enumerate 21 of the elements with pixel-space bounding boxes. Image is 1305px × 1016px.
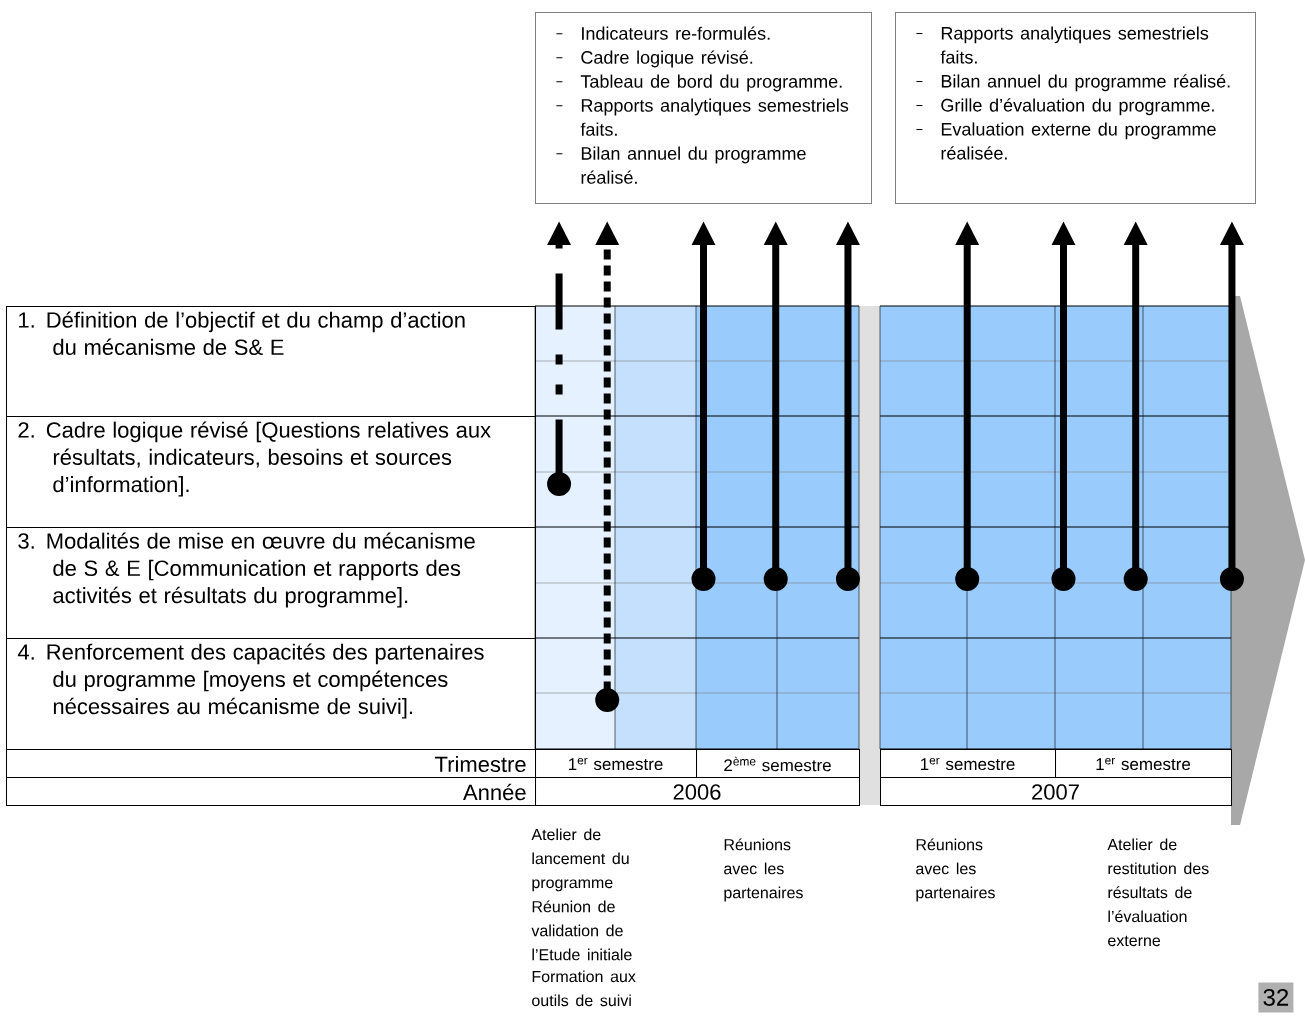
table-cell: 2$^{ème}$ semestre [696,749,860,778]
table-cell: 1$^{er}$ semestre [1055,749,1232,778]
event-note: Réunions avec les partenaires [724,838,803,902]
event-note: Réunions avec les partenaires [916,838,995,902]
table-cell: 2007 [880,777,1232,806]
table-cell: Année [6,777,536,806]
table-cell: 1. Définition de l’objectif et du champ d’action du mécanisme de S& E [6,306,536,417]
text-box: Rapports analytiques semestriels faits. Bilan annuel du programme réalisé. Grille d’évaluation du programme. Evaluation externe du programme réalisée. [895,12,1256,204]
page-number: 32 [1258,982,1294,1013]
table-cell: 4. Renforcement des capacités des partenaires du programme [moyens et compétences nécessaires au mécanisme de suivi]. [6,638,536,750]
event-note: Atelier de lancement du programme [531,828,629,892]
event-note: Formation aux outils de suivi [532,970,636,1007]
table-cell: 2006 [535,777,860,806]
table-cell: 1$^{er}$ semestre [535,749,697,778]
event-note: Atelier de restitution des résultats de l’évaluation externe [1107,838,1209,947]
table-cell: 1$^{er}$ semestre [880,749,1056,778]
table-cell: 2. Cadre logique révisé [Questions relatives aux résultats, indicateurs, besoins et sources d’information]. [6,416,536,528]
table-cell: 3. Modalités de mise en œuvre du mécanisme de S & E [Communication et rapports des activités et résultats du programme]. [6,527,536,639]
table-cell: Trimestre [6,749,536,778]
event-note: Réunion de validation de l’Etude initiale [531,900,632,961]
text-box: Indicateurs re-formulés. Cadre logique révisé. Tableau de bord du programme. Rapports analytiques semestriels faits. Bilan annuel du programme réalisé. [535,12,872,204]
